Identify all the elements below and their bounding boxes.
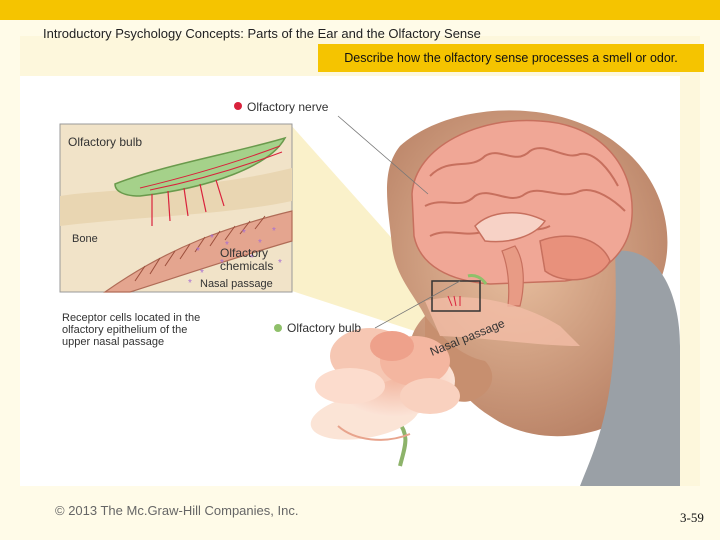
label-receptor-cells-2: olfactory epithelium of the bbox=[62, 324, 187, 336]
olfactory-bulb-marker bbox=[274, 324, 282, 332]
label-receptor-cells-3: upper nasal passage bbox=[62, 336, 164, 348]
svg-text:*: * bbox=[200, 268, 204, 279]
brain-illustration bbox=[411, 119, 633, 307]
svg-text:*: * bbox=[250, 253, 254, 264]
svg-text:*: * bbox=[220, 258, 224, 269]
top-accent-bar bbox=[0, 0, 720, 20]
svg-text:*: * bbox=[196, 246, 200, 257]
copyright-notice: © 2013 The Mc.Graw-Hill Companies, Inc. bbox=[55, 503, 299, 518]
slide-title: Introductory Psychology Concepts: Parts … bbox=[43, 26, 481, 41]
olfactory-nerve-marker bbox=[234, 102, 242, 110]
label-olfactory-nerve: Olfactory nerve bbox=[247, 100, 329, 114]
label-bone: Bone bbox=[72, 233, 98, 245]
svg-text:*: * bbox=[258, 238, 262, 249]
label-olfactory-bulb-main: Olfactory bulb bbox=[287, 321, 361, 335]
label-olfactory-chemicals-2: chemicals bbox=[220, 259, 273, 273]
svg-text:*: * bbox=[272, 226, 276, 237]
slide-number: 3-59 bbox=[680, 510, 704, 525]
olfactory-inset: *** *** *** ** bbox=[59, 123, 293, 293]
label-olfactory-chemicals-1: Olfactory bbox=[220, 246, 268, 260]
olfactory-diagram-svg: *** *** *** ** Olfactory nerve Olfactory… bbox=[20, 76, 680, 486]
label-nasal-passage-inset: Nasal passage bbox=[200, 278, 273, 290]
label-receptor-cells-1: Receptor cells located in the bbox=[62, 312, 200, 324]
olfactory-diagram: *** *** *** ** Olfactory nerve Olfactory… bbox=[20, 76, 680, 486]
svg-text:*: * bbox=[278, 258, 282, 269]
rose-illustration bbox=[310, 328, 460, 467]
svg-text:*: * bbox=[210, 233, 214, 244]
zoom-box-receptors bbox=[447, 295, 461, 307]
svg-text:*: * bbox=[225, 240, 229, 251]
nasal-passage-region bbox=[425, 297, 580, 346]
objective-text: Describe how the olfactory sense process… bbox=[344, 51, 678, 65]
label-olfactory-bulb-inset: Olfactory bulb bbox=[68, 135, 142, 149]
objective-box: Describe how the olfactory sense process… bbox=[318, 44, 704, 72]
leader-lines bbox=[337, 115, 461, 329]
zoom-box bbox=[431, 280, 481, 312]
svg-text:*: * bbox=[242, 228, 246, 239]
svg-text:*: * bbox=[188, 278, 192, 289]
